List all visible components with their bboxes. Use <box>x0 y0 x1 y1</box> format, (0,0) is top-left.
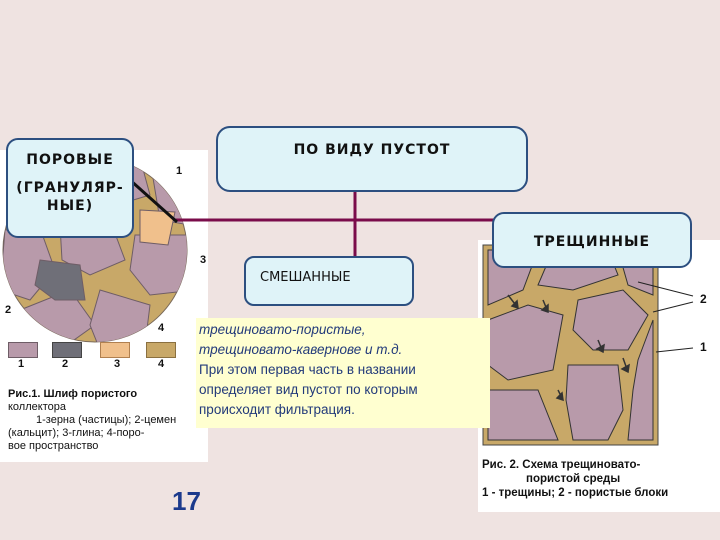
legend-swatch-clay <box>100 342 130 358</box>
caption-line: (кальцит); 3-глина; 4-поро- <box>8 427 145 439</box>
caption-line: Рис.1. Шлиф пористого <box>8 388 138 400</box>
figure-1-caption: Рис.1. Шлиф пористого коллектора 1-зерна… <box>8 388 208 453</box>
legend-label-4: 4 <box>158 358 165 370</box>
fig1-callout-3: 3 <box>200 254 207 266</box>
mixed-type-box: СМЕШАННЫЕ <box>244 256 414 306</box>
fracture-type-box: ТРЕЩИННЫЕ <box>492 212 692 268</box>
legend-swatch-cement <box>52 342 82 358</box>
mixed-type-title: СМЕШАННЫЕ <box>260 270 351 285</box>
figure-2-panel: 2 1 Рис. 2. Схема трещиновато- пористой … <box>478 240 720 512</box>
figure-2-caption: Рис. 2. Схема трещиновато- пористой сред… <box>482 458 720 500</box>
page-number: 17 <box>172 486 201 516</box>
fig2-callout-1: 1 <box>700 340 707 354</box>
pore-type-box: ПОРОВЫЕ (ГРАНУЛЯР- НЫЕ) <box>6 138 134 238</box>
fracture-type-title: ТРЕЩИННЫЕ <box>533 234 651 250</box>
fig2-callout-2: 2 <box>700 292 707 306</box>
legend-swatch-pore <box>146 342 176 358</box>
pore-box-line2: (ГРАНУЛЯР- <box>16 180 124 196</box>
legend-swatch-grain <box>8 342 38 358</box>
fig1-callout-2: 2 <box>5 304 12 316</box>
note-line: трещиновато-кавернове и т.д. <box>199 342 403 357</box>
fig1-callout-4: 4 <box>158 322 165 334</box>
caption-line: 1 - трещины; 2 - пористые блоки <box>482 487 669 499</box>
caption-line: коллектора <box>8 401 66 413</box>
legend-label-2: 2 <box>62 358 69 370</box>
void-type-title: ПО ВИДУ ПУСТОТ <box>293 142 451 158</box>
mixed-description-note: трещиновато-пористые, трещиновато-каверн… <box>196 318 490 428</box>
legend-label-1: 1 <box>18 358 25 370</box>
caption-line: пористой среды <box>526 473 621 485</box>
pore-box-line3: НЫЕ) <box>46 198 94 214</box>
note-line: определяет вид пустот по которым <box>199 382 418 397</box>
void-type-header-box: ПО ВИДУ ПУСТОТ <box>216 126 528 192</box>
fracture-scheme-image <box>482 244 694 446</box>
note-line: трещиновато-пористые, <box>199 322 366 337</box>
fig1-callout-1: 1 <box>176 165 183 177</box>
caption-line: 1-зерна (частицы); 2-цемен <box>36 414 177 426</box>
note-line: При этом первая часть в названии <box>199 362 416 377</box>
caption-line: вое пространство <box>8 440 99 452</box>
legend-label-3: 3 <box>114 358 121 370</box>
pore-box-line1: ПОРОВЫЕ <box>26 152 114 168</box>
caption-line: Рис. 2. Схема трещиновато- <box>482 459 641 471</box>
note-line: происходит фильтрация. <box>199 402 355 417</box>
